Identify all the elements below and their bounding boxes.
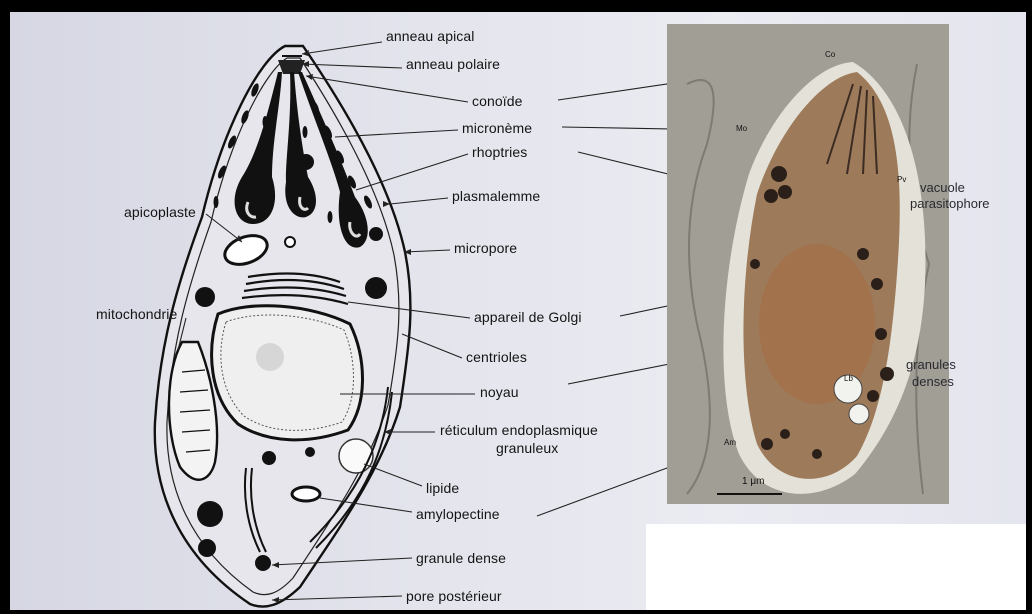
label-apicoplaste: apicoplaste	[124, 204, 196, 220]
label-noyau: noyau	[480, 384, 519, 400]
label-rhoptries: rhoptries	[472, 144, 527, 160]
label-reticulum-1: réticulum endoplasmique	[440, 422, 598, 438]
em-label-pv: Pv	[897, 175, 906, 184]
lipid-shape	[339, 439, 373, 473]
em-label-granules-1: granules	[906, 357, 956, 372]
em-label-mo: Mo	[736, 124, 747, 133]
label-micropore: micropore	[454, 240, 517, 256]
em-label-am: Am	[724, 438, 736, 447]
nucleus-shape	[212, 306, 363, 440]
label-granule-dense: granule dense	[416, 550, 506, 566]
label-amylopectine: amylopectine	[416, 506, 500, 522]
label-centrioles: centrioles	[466, 349, 527, 365]
em-label-vacuole-1: vacuole	[920, 180, 965, 195]
label-pore-posterieur: pore postérieur	[406, 588, 502, 604]
em-scale-label: 1 μm	[742, 476, 764, 487]
label-reticulum-2: granuleux	[496, 440, 558, 456]
label-plasmalemme: plasmalemme	[452, 188, 540, 204]
em-label-vacuole-2: parasitophore	[910, 196, 990, 211]
em-label-lb: Lb	[844, 374, 853, 383]
label-anneau-polaire: anneau polaire	[406, 56, 500, 72]
label-microneme: micronème	[462, 120, 532, 136]
amylopectin-shape	[292, 487, 320, 501]
label-mitochondrie: mitochondrie	[96, 306, 177, 322]
electron-micrograph	[667, 24, 949, 504]
label-conoide: conoïde	[472, 93, 523, 109]
label-lipide: lipide	[426, 480, 459, 496]
blank-white-area	[646, 524, 1026, 610]
textbook-page: Co Mo Pv Lb Am 1 μm vacuole parasitophor…	[10, 12, 1026, 610]
em-label-co: Co	[825, 50, 835, 59]
em-label-granules-2: denses	[912, 374, 954, 389]
label-anneau-apical: anneau apical	[386, 28, 475, 44]
label-appareil-golgi: appareil de Golgi	[474, 309, 582, 325]
